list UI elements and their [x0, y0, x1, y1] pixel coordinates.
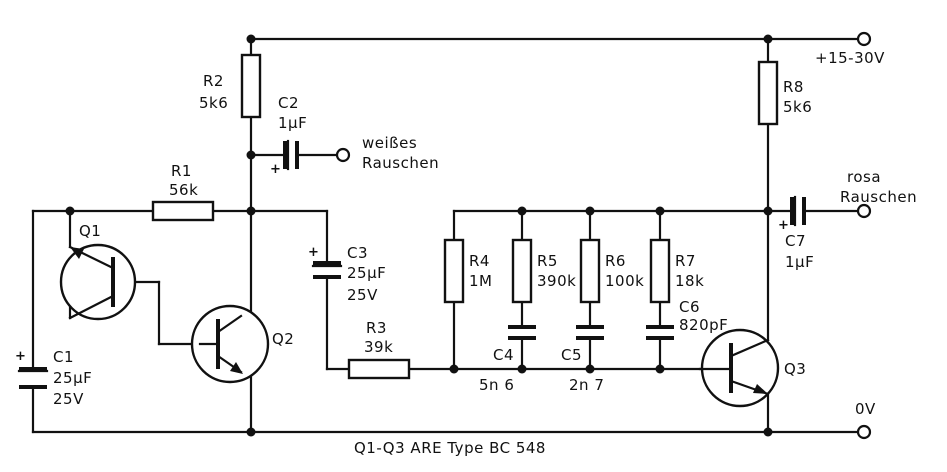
c5-value: 2n 7 — [569, 376, 604, 394]
c2-polarity: + — [270, 162, 281, 177]
resistor-r4: R4 1M — [443, 238, 493, 304]
r4-label: R4 — [469, 252, 490, 270]
white-noise-label-1: weißes — [362, 134, 417, 152]
r8-label: R8 — [783, 78, 804, 96]
q3-emitter-arrow — [753, 384, 768, 394]
capacitor-c7: + C7 1µF — [778, 195, 814, 271]
q1-label: Q1 — [79, 222, 101, 240]
c7-polarity: + — [778, 218, 789, 233]
ground-label: 0V — [855, 400, 876, 418]
r3-value: 39k — [364, 338, 393, 356]
r6-label: R6 — [605, 252, 626, 270]
r5-label: R5 — [537, 252, 558, 270]
transistor-q1: Q1 — [59, 222, 137, 321]
c6-value: 820pF — [679, 316, 728, 334]
c2-label: C2 — [278, 94, 299, 112]
resistor-r7: R7 18k — [649, 238, 704, 304]
pink-noise-label-1: rosa — [847, 168, 881, 186]
pink-noise-label-2: Rauschen — [840, 188, 917, 206]
capacitor-c5: C5 2n 7 — [561, 325, 604, 394]
terminal-supply: +15-30V — [815, 31, 885, 67]
c3-label: C3 — [347, 244, 368, 262]
c3-value: 25µF — [347, 264, 386, 282]
junctions — [65, 34, 773, 437]
terminal-pink-noise: rosa Rauschen — [840, 168, 917, 219]
c6-label: C6 — [679, 298, 700, 316]
r7-value: 18k — [675, 272, 704, 290]
r7-label: R7 — [675, 252, 696, 270]
transistor-type-note: Q1-Q3 ARE Type BC 548 — [354, 439, 546, 457]
white-noise-label-2: Rauschen — [362, 154, 439, 172]
q3-label: Q3 — [784, 360, 806, 378]
c2-value: 1µF — [278, 114, 307, 132]
supply-label: +15-30V — [815, 49, 885, 67]
c1-polarity: + — [15, 349, 26, 364]
c1-label: C1 — [53, 348, 74, 366]
c7-label: C7 — [785, 232, 806, 250]
r8-value: 5k6 — [783, 98, 812, 116]
r1-value: 56k — [169, 181, 198, 199]
r2-value: 5k6 — [199, 94, 228, 112]
q2-label: Q2 — [272, 330, 294, 348]
capacitor-c3: + C3 25µF 25V — [308, 244, 386, 304]
capacitor-c6: C6 820pF — [646, 298, 728, 340]
resistor-r1: R1 56k — [151, 162, 215, 222]
capacitor-c1: + C1 25µF 25V — [15, 348, 92, 408]
transistor-q3: Q3 — [698, 328, 806, 408]
r3-label: R3 — [366, 319, 387, 337]
c1-voltage: 25V — [53, 390, 84, 408]
c5-label: C5 — [561, 346, 582, 364]
r4-value: 1M — [469, 272, 493, 290]
resistor-r2: R2 5k6 — [199, 53, 262, 119]
terminal-white-noise: weißes Rauschen — [335, 134, 439, 172]
c4-value: 5n 6 — [479, 376, 514, 394]
q1-emitter-arrow — [70, 247, 84, 259]
resistor-r5: R5 390k — [511, 238, 576, 304]
capacitor-c4: C4 5n 6 — [479, 325, 536, 394]
r1-label: R1 — [171, 162, 192, 180]
r6-value: 100k — [605, 272, 644, 290]
c3-polarity: + — [308, 245, 319, 260]
c1-value: 25µF — [53, 369, 92, 387]
capacitor-c2: + C2 1µF — [270, 94, 307, 177]
c3-voltage: 25V — [347, 286, 378, 304]
r2-label: R2 — [203, 72, 224, 90]
q2-emitter-arrow — [230, 362, 243, 374]
c4-label: C4 — [493, 346, 514, 364]
resistor-r8: R8 5k6 — [757, 60, 812, 126]
terminal-ground: 0V — [855, 400, 876, 440]
c7-value: 1µF — [785, 253, 814, 271]
r5-value: 390k — [537, 272, 576, 290]
resistor-r3: R3 39k — [347, 319, 411, 380]
transistor-q2: Q2 — [190, 304, 294, 384]
resistor-r6: R6 100k — [579, 238, 644, 304]
